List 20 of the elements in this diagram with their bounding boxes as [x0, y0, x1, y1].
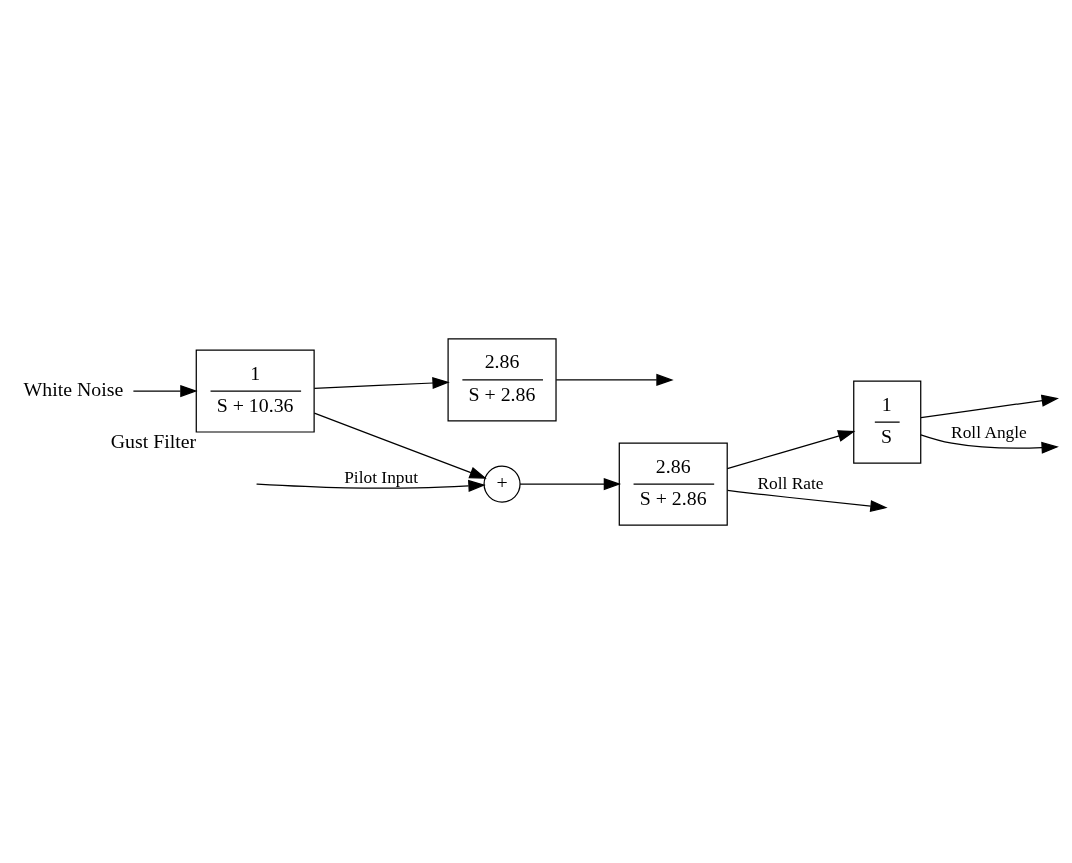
arrow: [726, 429, 856, 469]
arrow: [132, 384, 198, 397]
node-box: 1 S: [853, 380, 922, 464]
arrow: [920, 433, 1059, 454]
edge-label: Pilot Input: [344, 467, 419, 487]
node-box: 2.86 S + 2.86: [618, 442, 728, 526]
node-box: 1 S + 10.36: [195, 349, 315, 433]
node-label: Gust Filter: [110, 429, 197, 452]
arrow: [727, 489, 888, 512]
arrow: [313, 376, 450, 389]
node-box: 2.86 S + 2.86: [447, 337, 557, 421]
arrow: [519, 477, 622, 490]
node-circle: +: [483, 465, 521, 503]
edge-label: Roll Rate: [757, 473, 824, 493]
arrow: [255, 479, 486, 492]
node-text: White Noise: [23, 377, 124, 400]
arrow: [920, 394, 1059, 418]
edge-label: Roll Angle: [951, 422, 1027, 442]
arrow: [313, 412, 487, 479]
arrow: [555, 373, 674, 386]
